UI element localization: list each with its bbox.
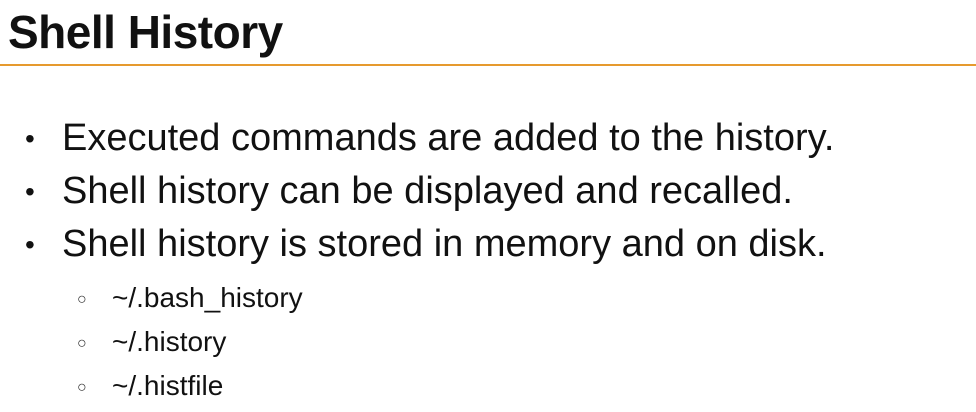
sub-bullet-item: ○ ~/.bash_history: [0, 276, 976, 320]
sub-bullet-text: ~/.bash_history: [112, 282, 303, 313]
sub-bullet-marker: ○: [77, 379, 87, 396]
bullet-item: • Shell history can be displayed and rec…: [0, 165, 976, 218]
bullet-marker: •: [25, 176, 35, 207]
sub-bullet-marker: ○: [77, 291, 87, 308]
bullet-text: Executed commands are added to the histo…: [62, 117, 835, 159]
sub-bullet-text: ~/.histfile: [112, 370, 224, 401]
slide-title: Shell History: [8, 6, 283, 58]
sub-bullet-text: ~/.history: [112, 326, 227, 357]
bullet-text: Shell history can be displayed and recal…: [62, 170, 793, 212]
bullet-item: • Shell history is stored in memory and …: [0, 218, 976, 271]
bullet-marker: •: [25, 229, 35, 260]
bullet-item: • Executed commands are added to the his…: [0, 112, 976, 165]
title-bar: Shell History: [0, 0, 976, 66]
sub-bullet-item: ○ ~/.histfile: [0, 364, 976, 408]
sub-bullet-item: ○ ~/.history: [0, 320, 976, 364]
bullet-text: Shell history is stored in memory and on…: [62, 223, 827, 265]
sub-bullet-marker: ○: [77, 335, 87, 352]
sub-bullet-list: ○ ~/.bash_history ○ ~/.history ○ ~/.hist…: [0, 276, 976, 408]
bullet-list: • Executed commands are added to the his…: [0, 112, 976, 271]
bullet-marker: •: [25, 123, 35, 154]
